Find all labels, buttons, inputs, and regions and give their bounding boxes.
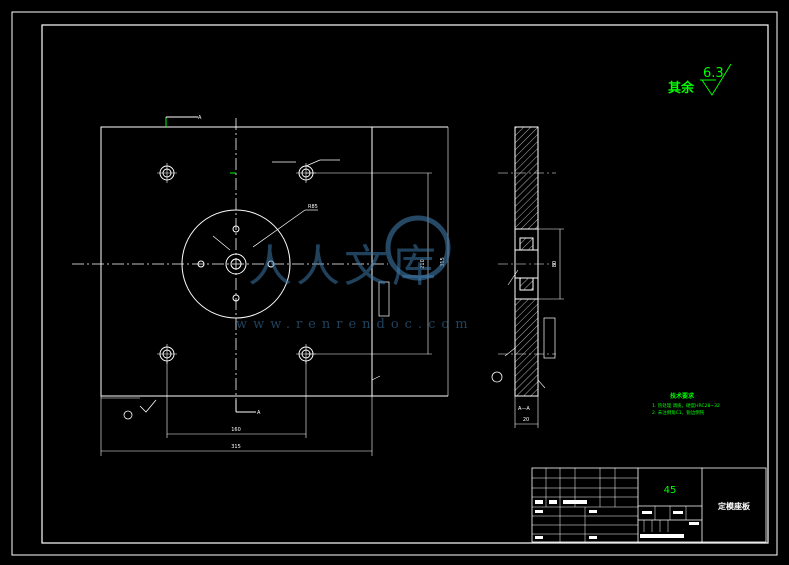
sprue-hole <box>225 253 247 275</box>
side-view-label: A—A <box>518 406 530 412</box>
locating-circle <box>181 209 291 319</box>
screw-hole-right <box>267 260 275 268</box>
part-name: 定模座板 <box>717 501 751 511</box>
front-view <box>72 116 449 456</box>
tech-notes-title: 技术要求 <box>670 392 695 400</box>
tech-note-1: 1. 热处理 调质，硬度HRC28~32 <box>652 402 720 409</box>
tech-note-2: 2. 未注倒角C1，锐边倒钝 <box>652 409 705 416</box>
outer-frame <box>11 11 778 556</box>
side-section-view <box>491 126 564 428</box>
screw-hole-top <box>232 225 240 233</box>
watermark-logo-icon <box>385 215 451 281</box>
dim-hole-spacing-label: 160 <box>231 427 241 433</box>
dim-inner-height-label: 210 <box>420 259 426 269</box>
material-value: 45 <box>664 485 677 496</box>
leader-circle <box>252 209 306 248</box>
roughness-prefix: 其余 <box>668 80 695 96</box>
screw-hole-bottom <box>232 294 240 302</box>
screw-hole-left <box>197 260 205 268</box>
title-block <box>531 467 767 543</box>
roughness-value: 6.3 <box>703 66 724 81</box>
dim-thickness-label: 20 <box>523 417 529 423</box>
roughness-symbol <box>700 63 732 96</box>
inner-frame <box>41 24 769 544</box>
section-marker-bottom: A <box>257 410 261 416</box>
callout-radius: R85 <box>308 204 318 210</box>
dim-section-height-label: 80 <box>552 261 558 267</box>
section-marker-top: A <box>198 115 202 121</box>
plate-outline <box>100 126 373 397</box>
dim-width-label: 315 <box>231 444 241 450</box>
